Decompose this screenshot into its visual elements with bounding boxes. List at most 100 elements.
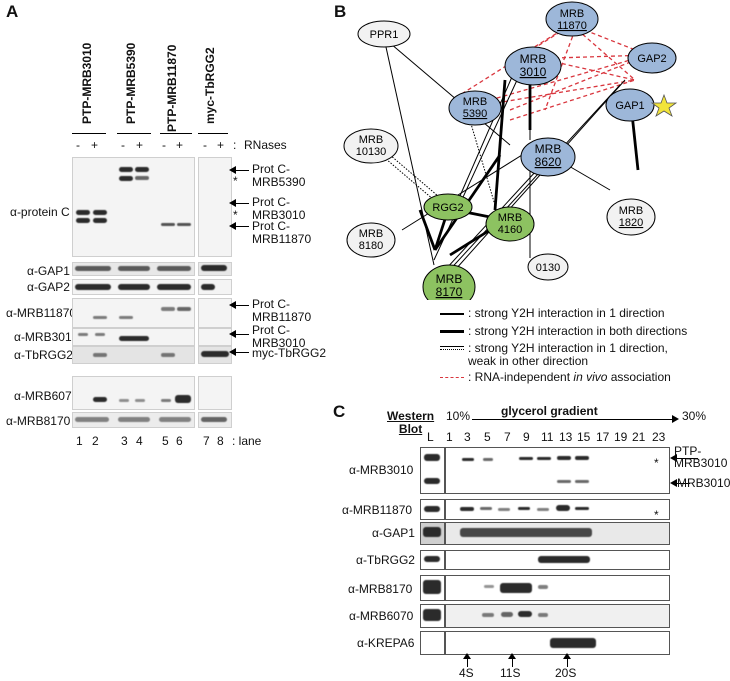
lane-num-4: 4 (136, 434, 143, 448)
blot-mrb8170-left (72, 412, 195, 428)
c-annot-mrb3010: MRB3010 (677, 476, 730, 490)
node-mrb8170-l2: 8170 (436, 285, 463, 299)
rnase-minus-2: - (121, 138, 125, 152)
blot-protein-c-right (198, 157, 232, 257)
lane-label: : lane (232, 434, 262, 448)
marker-20s-arrowhead (563, 653, 571, 659)
marker-4s-arrowhead (463, 653, 471, 659)
annot-star-2: * (233, 208, 238, 222)
blot-mrb8170-right (198, 412, 232, 428)
lane-num-6: 6 (176, 434, 183, 448)
node-mrb3010-l2: 3010 (520, 65, 547, 79)
lane-num-2: 2 (92, 434, 99, 448)
c-label-mrb8170: α-MRB8170 (348, 582, 413, 596)
node-0130-l1: 0130 (536, 262, 560, 274)
blot-label-tbrgg2: α-TbRGG2 (14, 348, 73, 362)
blot-gap2-left (72, 279, 195, 295)
node-mrb5390-l2: 5390 (463, 108, 487, 120)
legend-double-line-a (440, 346, 464, 347)
node-gap1 (605, 88, 655, 122)
construct-label-4: myc-TbRGG2 (203, 47, 217, 124)
marker-11s-arrowhead (508, 653, 516, 659)
legend-item-1: : strong Y2H interaction in 1 direction (468, 306, 665, 320)
marker-20s: 20S (555, 666, 577, 680)
blot-label-mrb6070: α-MRB6070 (14, 389, 79, 403)
marker-11s-arrow (512, 657, 513, 667)
node-mrb11870-l1: MRB (560, 8, 584, 20)
construct-label-1: PTP-MRB3010 (80, 42, 94, 124)
arrow-mrb3010 (229, 199, 236, 207)
node-mrb1820-l1: MRB (619, 205, 643, 217)
c-arrow-mrb3010 (670, 479, 677, 487)
gradient-arrow-line (472, 419, 672, 420)
c-label-mrb11870: α-MRB11870 (342, 503, 413, 517)
annot-prot-c-mrb11870-b: Prot C- MRB11870 (252, 297, 312, 324)
marker-4s: 4S (459, 666, 474, 680)
construct-underline-2 (117, 133, 151, 134)
gradient-title: glycerol gradient (501, 404, 598, 418)
rnase-minus-4: - (203, 138, 207, 152)
node-mrb8620 (520, 137, 576, 177)
rnase-minus-1: - (76, 138, 80, 152)
c-blot-mrb3010 (445, 447, 670, 494)
lane-num-5: 5 (162, 434, 169, 448)
node-mrb4160 (485, 206, 535, 242)
c-blot-krepa6-L (420, 631, 445, 655)
c-blot-mrb6070 (445, 604, 670, 628)
marker-20s-arrow (567, 657, 568, 667)
c-label-gap1: α-GAP1 (372, 526, 415, 540)
legend-item-4: : RNA-independent in vivo association (468, 370, 671, 384)
node-ppr1-l1: PPR1 (370, 29, 399, 41)
rnase-header: RNases (244, 138, 287, 152)
node-gap2 (627, 42, 677, 74)
rnase-plus-4: + (217, 138, 225, 152)
annot-prot-c-mrb11870: Prot C- MRB11870 (252, 219, 312, 246)
node-mrb8170 (422, 264, 476, 300)
c-label-mrb3010: α-MRB3010 (349, 463, 414, 477)
fraction-13: 13 (559, 430, 573, 444)
node-gap2-l1: GAP2 (637, 53, 666, 65)
c-label-krepa6: α-KREPA6 (357, 636, 415, 650)
legend-item-3b: weak in other direction (468, 354, 589, 368)
rnase-colon: : (233, 138, 237, 152)
fraction-7: 7 (504, 430, 511, 444)
c-blot-mrb8170-L (420, 575, 445, 601)
panel-a-letter: A (6, 2, 19, 21)
fraction-1: 1 (446, 430, 453, 444)
node-mrb11870-l2: 11870 (557, 20, 587, 32)
node-mrb10130-l1: MRB (359, 134, 383, 146)
node-ppr1 (357, 20, 411, 48)
blot-label-mrb8170: α-MRB8170 (6, 414, 71, 428)
c-blot-gap1 (445, 522, 670, 545)
blot-mrb3010-right (198, 328, 232, 346)
blot-label-mrb3010: α-MRB3010 (14, 330, 79, 344)
annot-prot-c-mrb5390: Prot C- MRB5390 (252, 162, 306, 189)
rnase-minus-3: - (162, 138, 166, 152)
blot-mrb6070-left (72, 376, 195, 410)
rnase-plus-1: + (91, 138, 99, 152)
annot-prot-c-mrb3010-b: Prot C- MRB3010 (252, 323, 306, 350)
rnase-plus-2: + (136, 138, 144, 152)
c-blot-mrb6070-L (420, 604, 445, 628)
node-mrb4160-l1: MRB (498, 212, 522, 224)
star-icon (650, 93, 678, 117)
blot-label-protein-c: α-protein C (10, 205, 70, 219)
c-blot-krepa6 (445, 631, 670, 655)
node-rgg2 (423, 193, 473, 221)
annot-prot-c-mrb3010: Prot C- MRB3010 (252, 195, 306, 222)
panel-b-letter: B (334, 2, 347, 21)
blot-gap1-right (198, 262, 232, 276)
node-mrb8620-l2: 8620 (535, 155, 562, 169)
western-blot-label: Western Blot (387, 409, 435, 436)
blot-protein-c-left (72, 157, 195, 257)
marker-4s-arrow (467, 657, 468, 667)
arrow-myc-tbrgg2 (229, 348, 236, 356)
construct-underline-3 (160, 133, 192, 134)
c-label-mrb6070: α-MRB6070 (349, 609, 414, 623)
arrow-mrb5390 (229, 166, 236, 174)
node-mrb10130-l2: 10130 (356, 146, 387, 158)
blot-gap1-left (72, 262, 195, 276)
gradient-start: 10% (446, 409, 471, 423)
c-annot-ptp-mrb3010: PTP- MRB3010 (674, 444, 728, 470)
node-mrb3010-l1: MRB (520, 52, 547, 66)
